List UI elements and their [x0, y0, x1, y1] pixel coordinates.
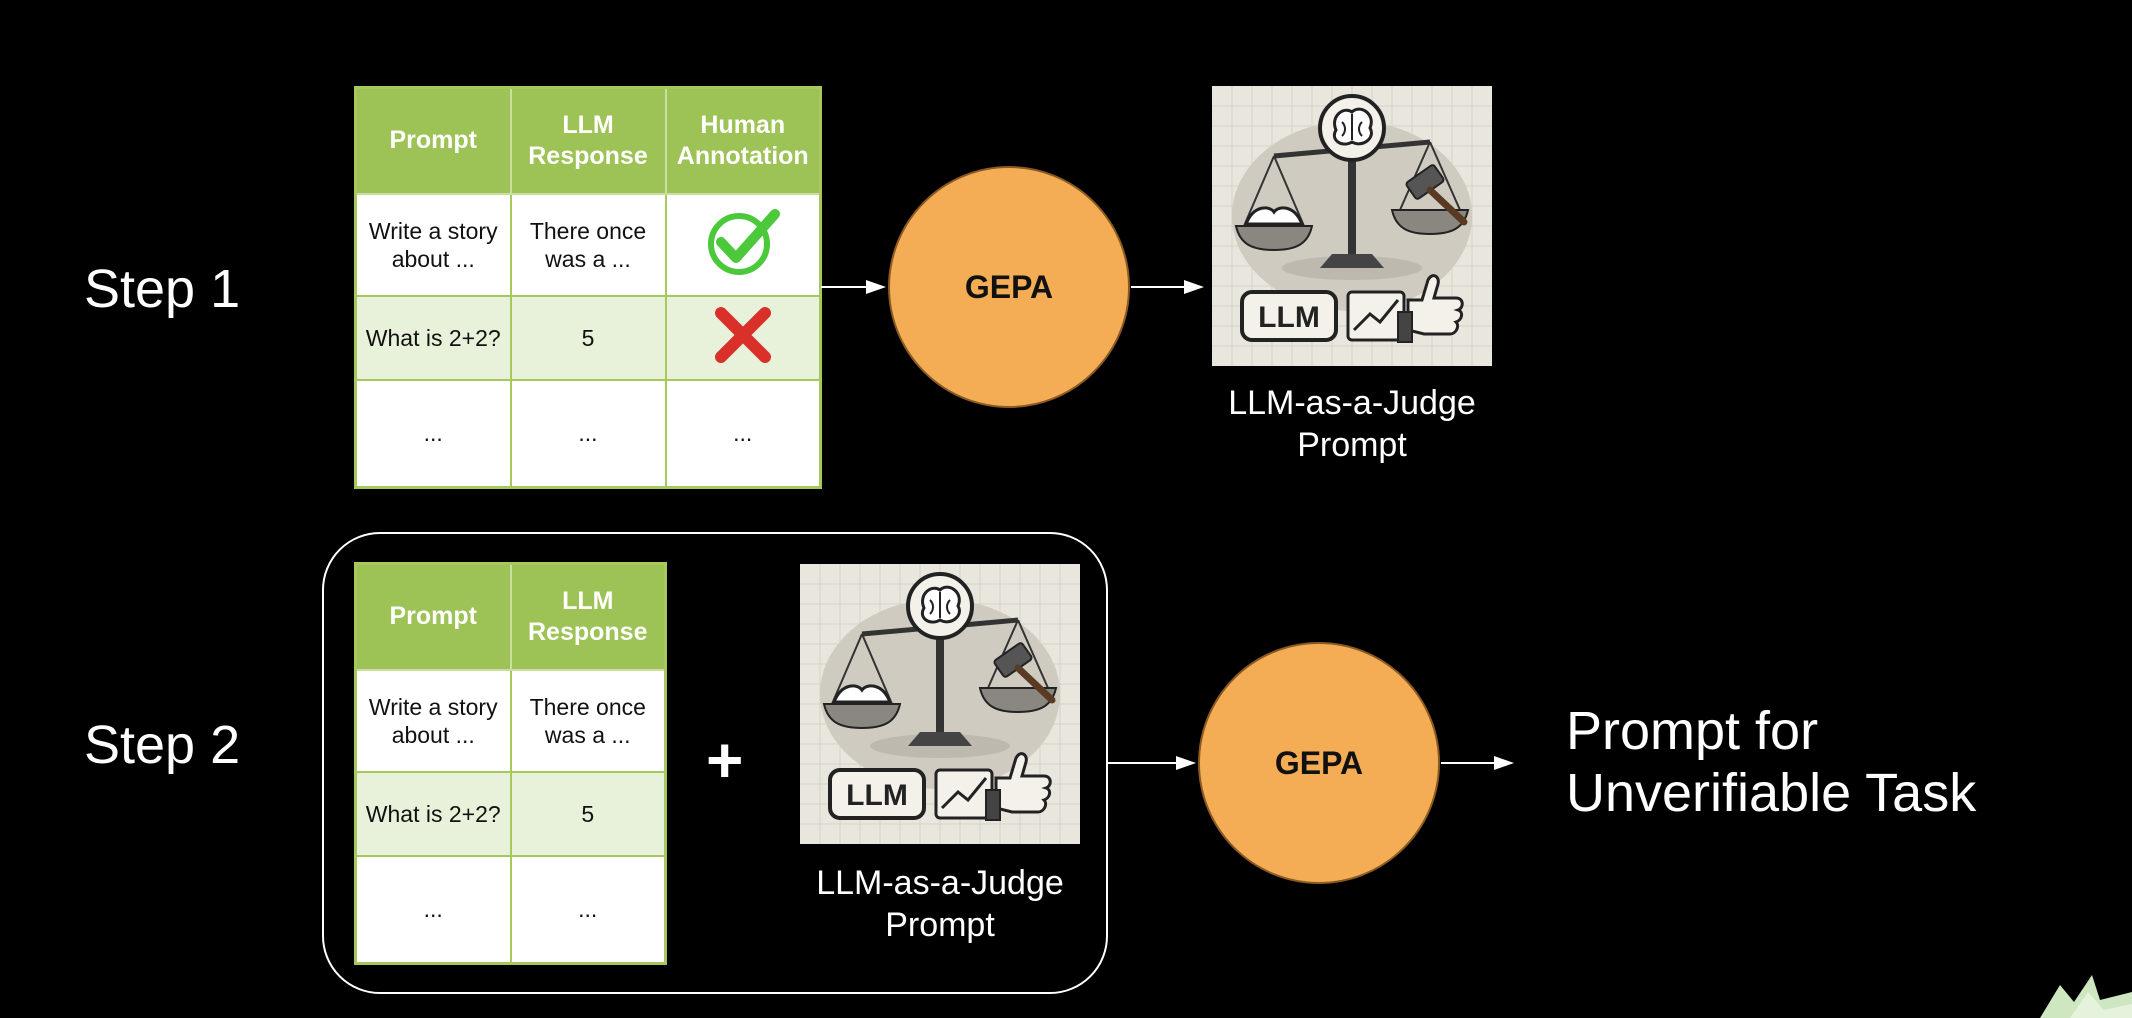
cell-annotation: ... [664, 378, 822, 489]
cell-annotation [664, 192, 822, 297]
table-row: What is 2+2? 5 [354, 294, 822, 381]
cell-response: ... [509, 378, 667, 489]
cell-prompt: What is 2+2? [354, 770, 512, 857]
step-1-gepa-node: GEPA [888, 166, 1130, 408]
cell-prompt: What is 2+2? [354, 294, 512, 381]
table-row: ... ... ... [354, 378, 822, 489]
plus-sign: + [706, 724, 744, 796]
cell-response: 5 [509, 294, 667, 381]
step-1-label: Step 1 [84, 259, 241, 319]
cross-icon [714, 306, 771, 363]
col-header-prompt: Prompt [354, 86, 512, 195]
cell-prompt: ... [354, 854, 512, 965]
check-icon [707, 208, 780, 275]
arrow-table-to-gepa-1 [821, 280, 886, 294]
step-2-gepa-node: GEPA [1198, 642, 1440, 884]
step-2-input-group [322, 532, 1108, 994]
arrow-gepa-to-result-2 [1441, 756, 1514, 770]
cell-response: ... [509, 854, 667, 965]
judge-scale-icon: LLM [800, 564, 1080, 844]
table-row: ... ... [354, 854, 667, 965]
step-2-label: Step 2 [84, 715, 241, 775]
cell-response: 5 [509, 770, 667, 857]
cell-annotation [664, 294, 822, 381]
col-header-prompt: Prompt [354, 562, 512, 671]
arrow-gepa-to-judge-1 [1131, 280, 1204, 294]
svg-text:LLM: LLM [846, 779, 908, 812]
svg-text:LLM: LLM [1258, 301, 1320, 334]
step-1-judge-illustration: LLM [1212, 86, 1492, 366]
step-2-judge-illustration: LLM [800, 564, 1080, 844]
arrow-group-to-gepa-2 [1108, 756, 1196, 770]
table-row: What is 2+2? 5 [354, 770, 667, 857]
corner-logo-icon [2040, 975, 2132, 1018]
judge-scale-icon: LLM [1212, 86, 1492, 366]
cell-prompt: ... [354, 378, 512, 489]
